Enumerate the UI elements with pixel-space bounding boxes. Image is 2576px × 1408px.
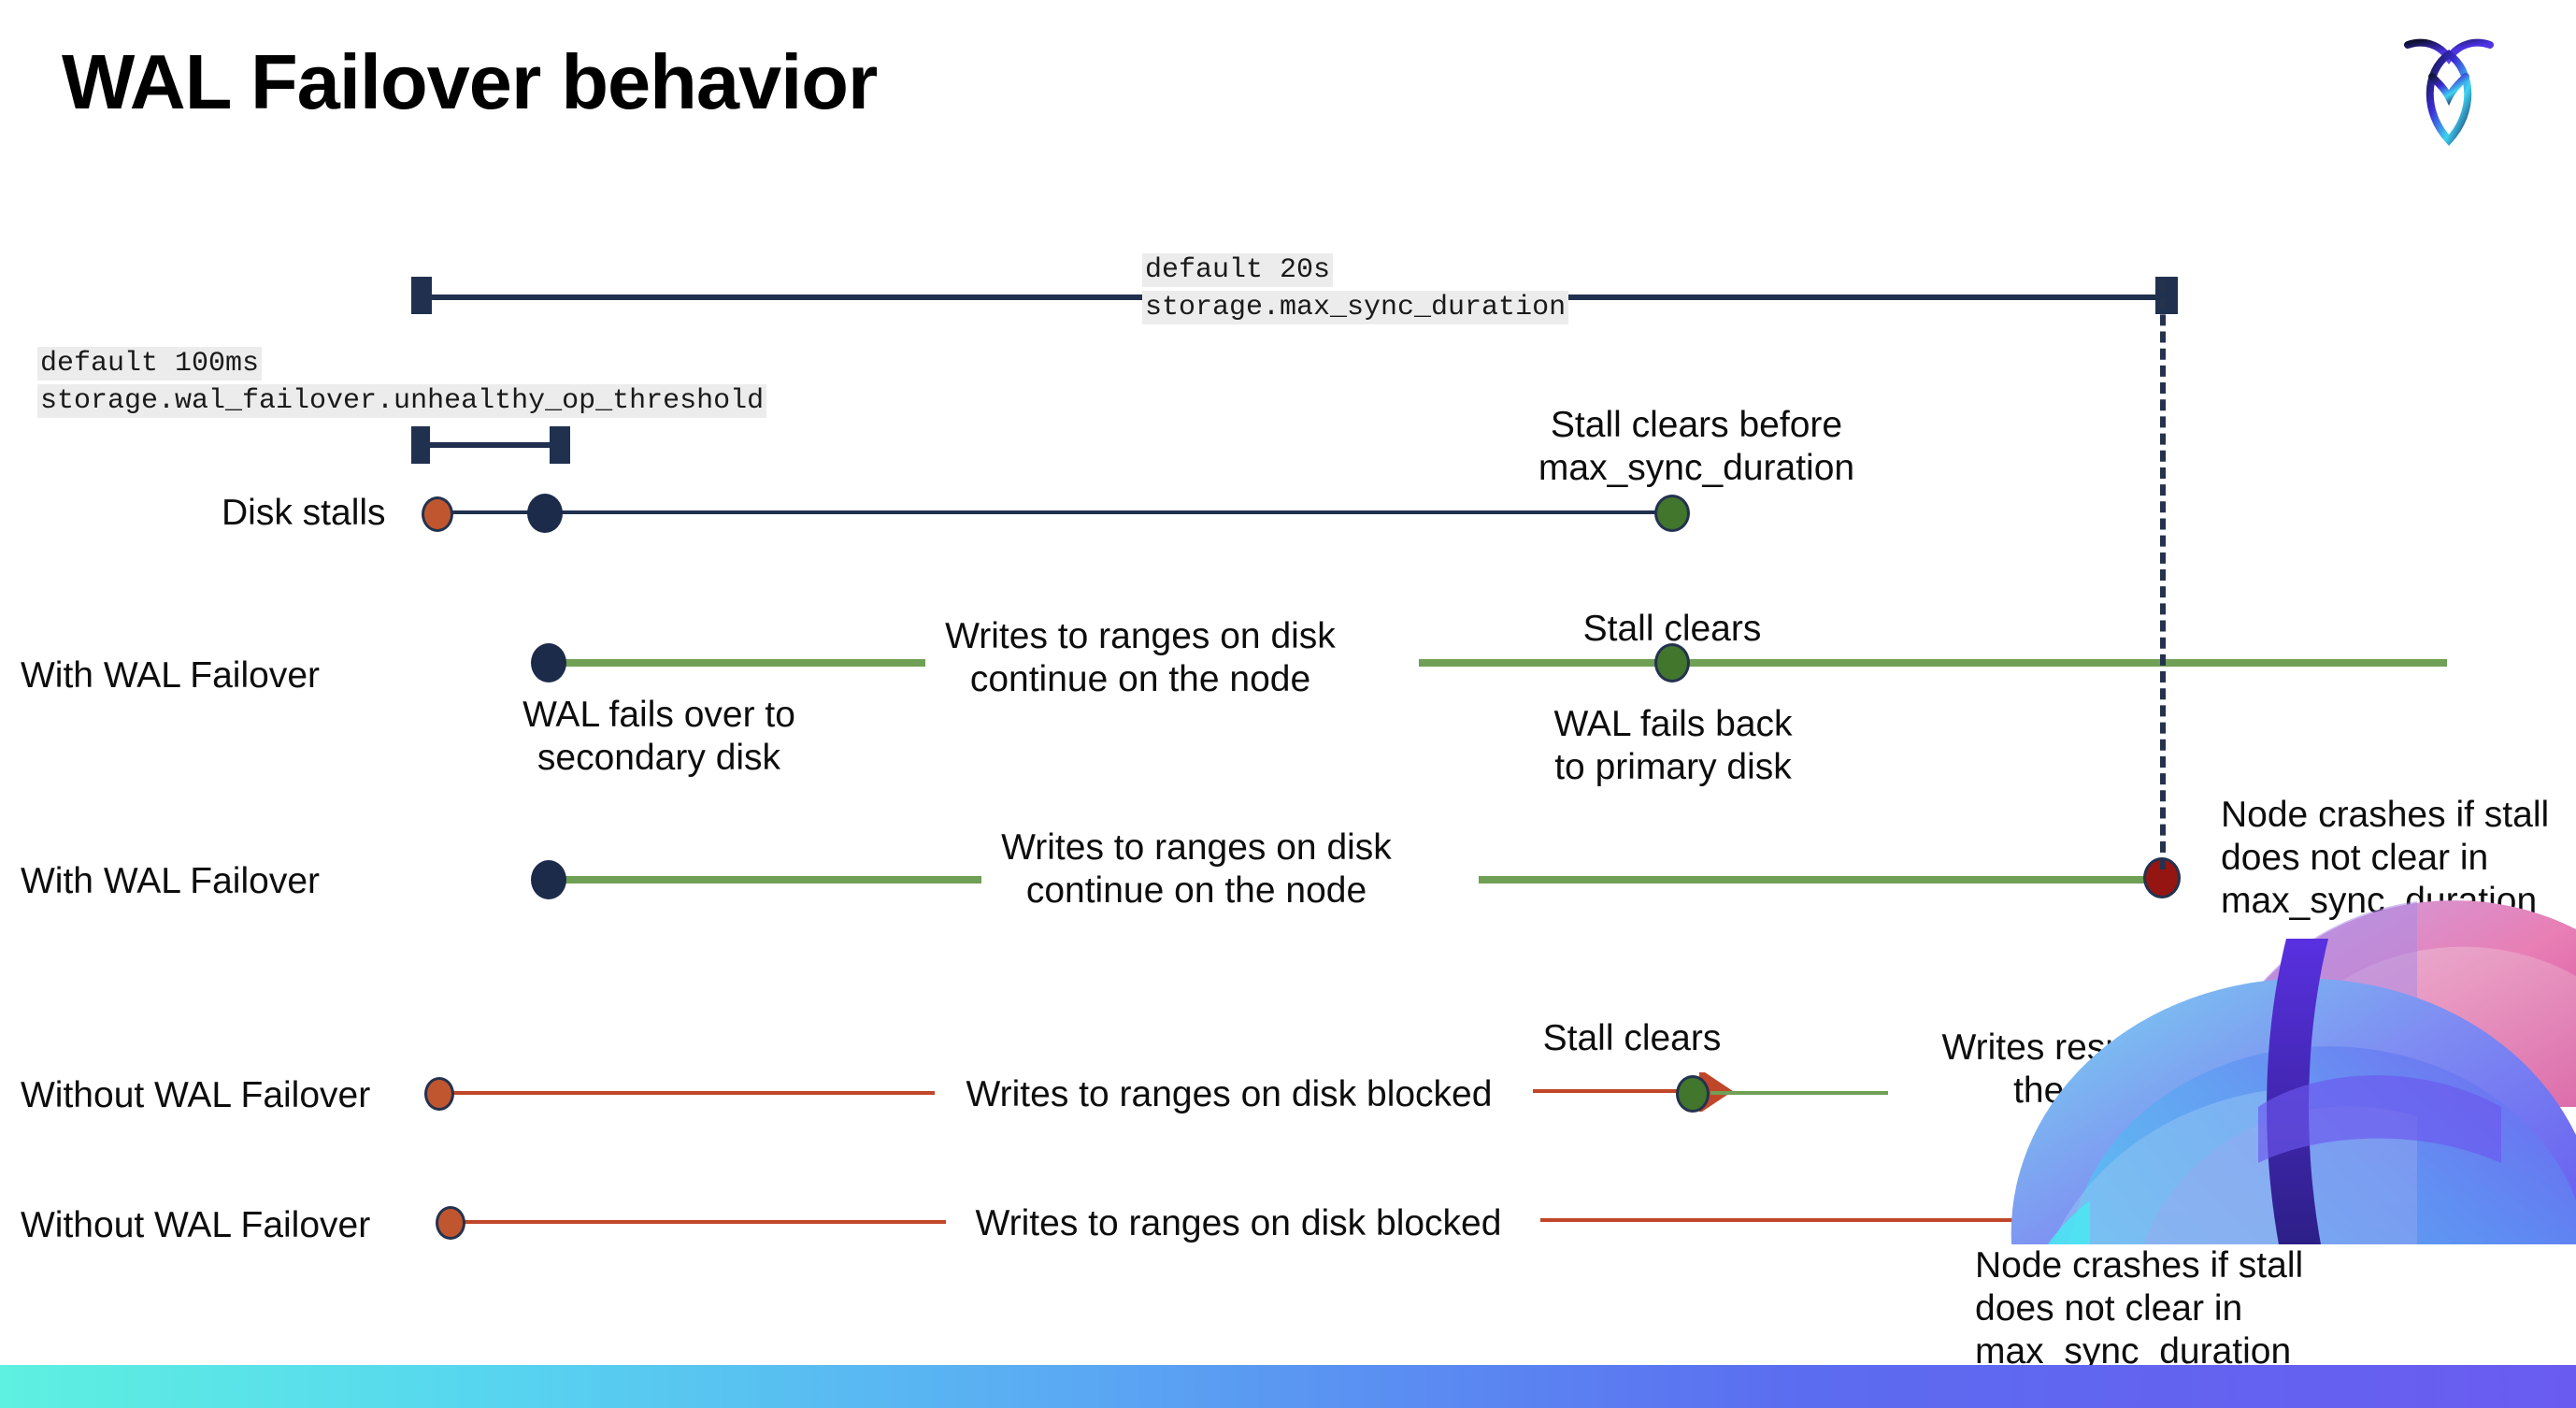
wal-fails-over-note: WAL fails over to secondary disk	[522, 695, 795, 779]
wal-failover-stall-clears-note: Stall clears	[1582, 609, 1762, 649]
without-wal-crash-blocked-note: Writes to ranges on disk blocked	[975, 1203, 1502, 1243]
disk-stall-clear-dot	[1654, 495, 1690, 532]
row-label-disk-stalls: Disk stalls	[222, 493, 386, 533]
without-wal-crash-note: Node crashes if stall does not clear in …	[1975, 1245, 2304, 1372]
wal-failover-green-segment-2	[1419, 659, 2447, 667]
unhealthy-op-threshold-span-arrow	[411, 426, 570, 464]
wal-failover-start-dot	[531, 643, 566, 682]
wal-failover-writes-note: Writes to ranges on disk continue on the…	[945, 616, 1336, 700]
wal-failover-stall-clear-dot	[1654, 643, 1690, 682]
max-sync-duration-setting: default 20s storage.max_sync_duration	[1142, 252, 1569, 327]
bottom-gradient-bar	[0, 1365, 2576, 1408]
max-sync-duration-dashed-connector	[2160, 280, 2166, 869]
row-label-with-wal-failover-crash: With WAL Failover	[21, 861, 320, 901]
wal-failover-crash-writes-note: Writes to ranges on disk continue on the…	[1001, 827, 1392, 912]
without-wal-stall-clears-note: Stall clears	[1542, 1018, 1722, 1058]
without-wal-start-dot	[424, 1077, 454, 1111]
unhealthy-op-threshold-setting: default 100ms storage.wal_failover.unhea…	[37, 346, 767, 421]
without-wal-green-segment-1	[1710, 1091, 1888, 1095]
wal-failover-green-segment-1	[542, 659, 925, 667]
decorative-fan-graphic	[1978, 826, 2576, 1350]
disk-stalls-timeline	[436, 510, 1679, 514]
wal-fails-back-note: WAL fails back to primary disk	[1553, 704, 1793, 788]
without-wal-stall-clear-dot	[1676, 1075, 1710, 1113]
row-label-without-wal-failover-crash: Without WAL Failover	[21, 1205, 371, 1245]
without-wal-crash-start-dot	[436, 1206, 465, 1240]
wal-failover-crash-start-dot	[531, 860, 566, 899]
without-wal-blocked-note: Writes to ranges on disk blocked	[966, 1074, 1493, 1114]
wal-failover-crash-green-segment-2	[1479, 876, 2170, 884]
cockroachdb-logo-icon	[2398, 26, 2499, 148]
disk-stall-threshold-dot	[527, 494, 563, 533]
disk-stall-start-dot	[422, 496, 453, 532]
without-wal-red-segment-1	[449, 1091, 935, 1095]
unhealthy-op-threshold-default: default 100ms	[37, 347, 263, 381]
max-sync-duration-name: storage.max_sync_duration	[1142, 290, 1569, 324]
row-label-with-wal-failover-clears: With WAL Failover	[21, 655, 320, 696]
wal-failover-crash-green-segment-1	[542, 876, 981, 884]
disk-stalls-annotation: Stall clears before max_sync_duration	[1538, 405, 1855, 489]
row-label-without-wal-failover-clears: Without WAL Failover	[21, 1075, 371, 1115]
page-title: WAL Failover behavior	[62, 38, 878, 125]
without-wal-blocked-arrow	[1533, 1072, 1733, 1112]
without-wal-crash-red-segment-1	[460, 1220, 946, 1224]
max-sync-duration-default: default 20s	[1142, 253, 1334, 287]
unhealthy-op-threshold-name: storage.wal_failover.unhealthy_op_thresh…	[37, 383, 767, 418]
